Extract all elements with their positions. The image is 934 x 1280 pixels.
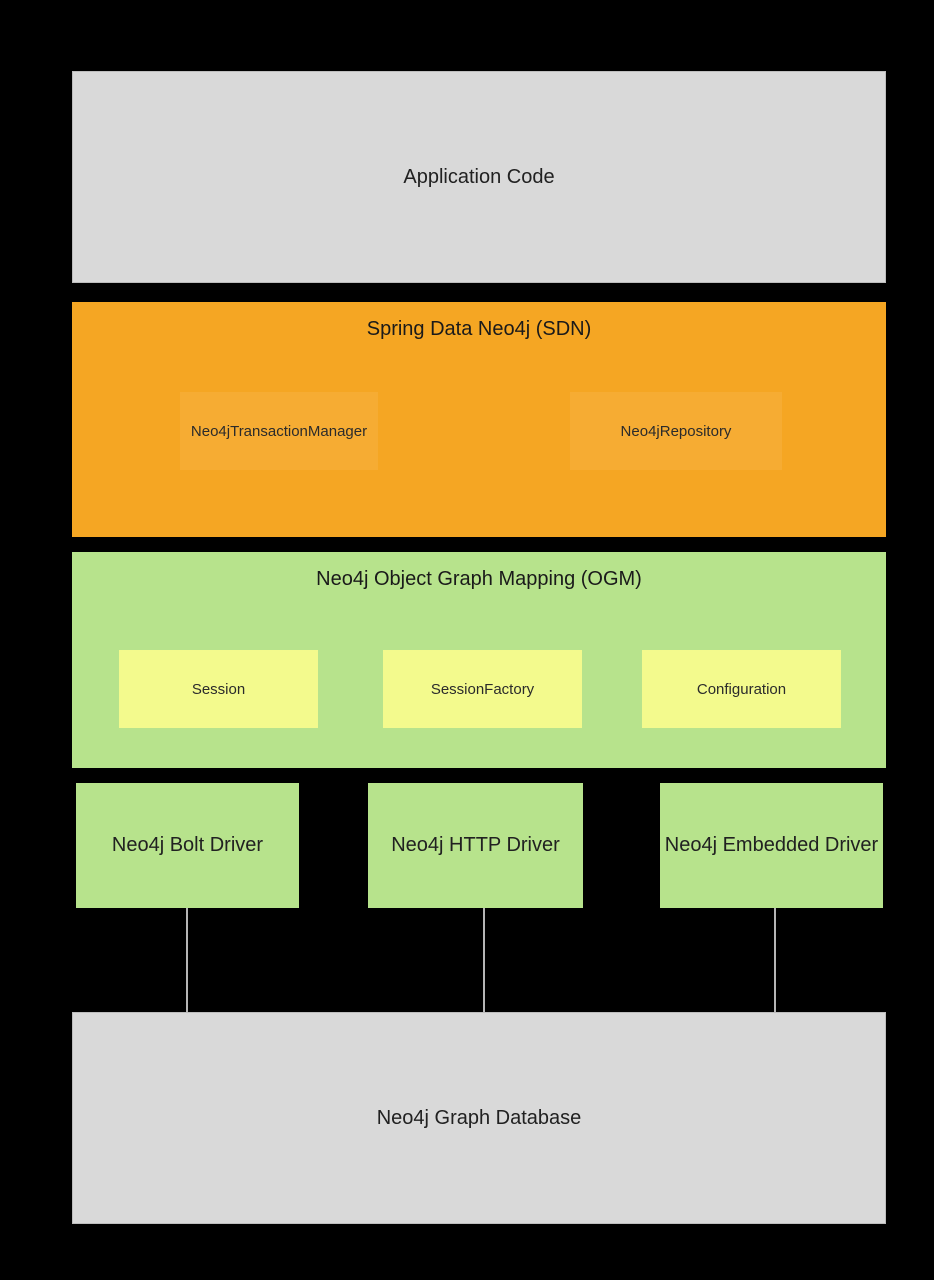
application-code-label: Application Code <box>403 165 555 188</box>
application-code-box: Application Code <box>72 71 886 283</box>
ogm-session-factory-box: SessionFactory <box>383 650 582 728</box>
http-driver-label: Neo4j HTTP Driver <box>391 834 560 856</box>
graph-database-box: Neo4j Graph Database <box>72 1012 886 1224</box>
graph-database-label: Neo4j Graph Database <box>376 1106 582 1129</box>
sdn-transaction-manager-label: Neo4jTransactionManager <box>190 422 368 440</box>
bolt-driver-box: Neo4j Bolt Driver <box>76 783 299 908</box>
embedded-driver-box: Neo4j Embedded Driver <box>660 783 883 908</box>
ogm-layer-box: Neo4j Object Graph Mapping (OGM) Session… <box>72 552 886 768</box>
sdn-layer-title: Spring Data Neo4j (SDN) <box>366 318 592 340</box>
sdn-repository-label: Neo4jRepository <box>620 422 732 440</box>
bolt-driver-label: Neo4j Bolt Driver <box>111 834 264 856</box>
embedded-driver-label: Neo4j Embedded Driver <box>664 834 879 856</box>
ogm-configuration-box: Configuration <box>642 650 841 728</box>
ogm-layer-title: Neo4j Object Graph Mapping (OGM) <box>316 568 642 590</box>
embedded-driver-connector-line <box>774 908 776 1012</box>
ogm-session-factory-label: SessionFactory <box>430 680 535 698</box>
sdn-repository-box: Neo4jRepository <box>570 392 782 470</box>
sdn-layer-box: Spring Data Neo4j (SDN) Neo4jTransaction… <box>72 302 886 537</box>
ogm-configuration-label: Configuration <box>696 680 787 698</box>
bolt-driver-connector-line <box>186 908 188 1012</box>
http-driver-box: Neo4j HTTP Driver <box>368 783 583 908</box>
ogm-session-box: Session <box>119 650 318 728</box>
http-driver-connector-line <box>483 908 485 1012</box>
sdn-transaction-manager-box: Neo4jTransactionManager <box>180 392 378 470</box>
ogm-session-label: Session <box>191 680 246 698</box>
